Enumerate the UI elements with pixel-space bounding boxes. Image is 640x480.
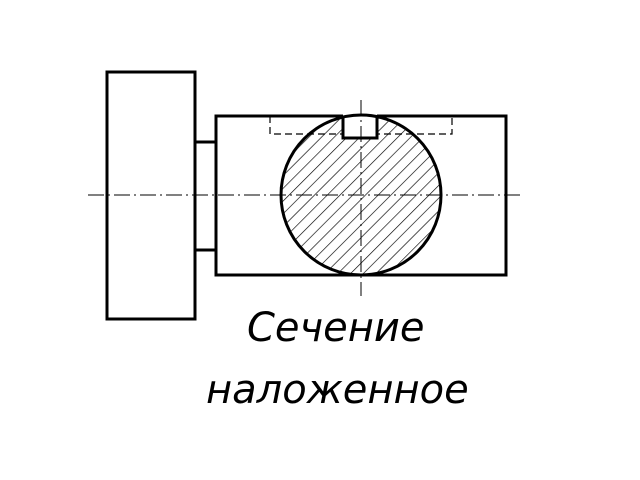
caption-line-1: Сечение bbox=[247, 305, 425, 351]
hidden-keyway-line bbox=[269, 116, 453, 135]
caption-line-2: наложенное bbox=[206, 367, 469, 413]
shaft-neck bbox=[195, 140, 216, 252]
center-lines bbox=[88, 100, 520, 296]
